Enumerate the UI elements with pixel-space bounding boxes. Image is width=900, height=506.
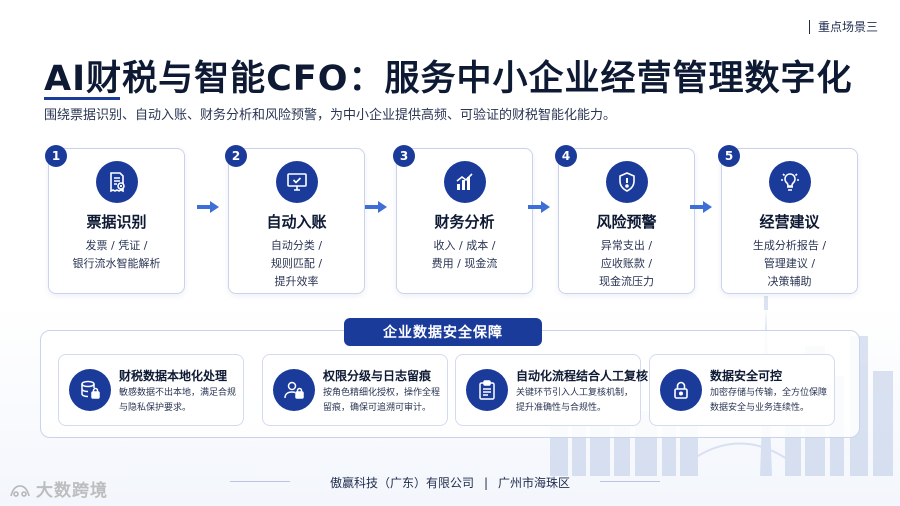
- security-label: 企业数据安全保障: [344, 318, 542, 346]
- step-description: 异常支出 / 应收账款 / 现金流压力: [599, 239, 654, 288]
- security-card-title: 财税数据本地化处理: [119, 369, 228, 383]
- step-card-1: 1 票据识别 发票 / 凭证 / 银行流水智能解析: [45, 145, 185, 294]
- step-title: 风险预警: [596, 213, 657, 231]
- security-card-description: 加密存储与传输，全方位保障数据安全与业务连续性。: [710, 388, 828, 413]
- lightbulb-icon: [768, 161, 811, 203]
- monitor-check-icon: [275, 161, 318, 203]
- security-card-title: 自动化流程结合人工复核: [516, 369, 649, 383]
- footer-separator: |: [483, 476, 489, 490]
- step-description: 生成分析报告 / 管理建议 / 决策辅助: [752, 239, 827, 288]
- step-title: 经营建议: [759, 213, 820, 231]
- lock-icon: [660, 369, 702, 411]
- step-title: 票据识别: [86, 213, 147, 231]
- footer-location: 广州市海珠区: [498, 476, 571, 490]
- scene-tag: 重点场景三: [808, 20, 878, 34]
- step-description: 自动分类 / 规则匹配 / 提升效率: [270, 239, 323, 288]
- title-underline: [44, 97, 120, 100]
- bar-chart-icon: [443, 161, 486, 203]
- security-card-4: 数据安全可控 加密存储与传输，全方位保障数据安全与业务连续性。: [649, 354, 835, 426]
- receipt-icon: [95, 161, 138, 203]
- watermark-logo-icon: [10, 485, 30, 497]
- security-card-description: 关键环节引入人工复核机制，提升准确性与合规性。: [516, 388, 634, 413]
- security-card-title: 权限分级与日志留痕: [323, 369, 432, 383]
- step-description: 收入 / 成本 / 费用 / 现金流: [431, 239, 498, 270]
- footer-divider-left: [230, 481, 290, 482]
- clipboard-check-icon: [466, 369, 508, 411]
- security-card-title: 数据安全可控: [710, 369, 783, 383]
- security-card-description: 敏感数据不出本地，满足合规与隐私保护要求。: [119, 388, 237, 413]
- security-card-description: 按角色精细化授权，操作全程留痕，确保可追溯可审计。: [323, 388, 441, 413]
- arrow-right-icon: [690, 201, 712, 213]
- security-card-3: 自动化流程结合人工复核 关键环节引入人工复核机制，提升准确性与合规性。: [455, 354, 648, 426]
- watermark: 大数跨境: [8, 476, 108, 501]
- step-card-3: 3 财务分析 收入 / 成本 / 费用 / 现金流: [393, 145, 533, 294]
- step-title: 财务分析: [434, 213, 495, 231]
- arrow-right-icon: [528, 201, 550, 213]
- arrow-right-icon: [197, 201, 219, 213]
- step-description: 发票 / 凭证 / 银行流水智能解析: [72, 239, 161, 270]
- step-card-2: 2 自动入账 自动分类 / 规则匹配 / 提升效率: [225, 145, 365, 294]
- page-subtitle: 围绕票据识别、自动入账、财务分析和风险预警，为中小企业提供高频、可验证的财税智能…: [44, 108, 617, 123]
- step-number: 4: [555, 145, 577, 167]
- footer: 傲赢科技（广东）有限公司 | 广州市海珠区: [0, 474, 900, 491]
- step-number: 3: [393, 145, 415, 167]
- step-card-4: 4 风险预警 异常支出 / 应收账款 / 现金流压力: [555, 145, 695, 294]
- step-number: 1: [45, 145, 67, 167]
- shield-alert-icon: [605, 161, 648, 203]
- database-lock-icon: [69, 369, 111, 411]
- page-title: AI财税与智能CFO：服务中小企业经营管理数字化: [44, 59, 853, 99]
- security-card-1: 财税数据本地化处理 敏感数据不出本地，满足合规与隐私保护要求。: [58, 354, 244, 426]
- step-number: 2: [225, 145, 247, 167]
- user-lock-icon: [273, 369, 315, 411]
- process-steps: 1 票据识别 发票 / 凭证 / 银行流水智能解析 2 自动入账 自动分类 / …: [40, 145, 860, 294]
- arrow-right-icon: [365, 201, 387, 213]
- step-card-5: 5 经营建议 生成分析报告 / 管理建议 / 决策辅助: [718, 145, 858, 294]
- step-number: 5: [718, 145, 740, 167]
- security-card-2: 权限分级与日志留痕 按角色精细化授权，操作全程留痕，确保可追溯可审计。: [262, 354, 448, 426]
- footer-company: 傲赢科技（广东）有限公司: [329, 476, 474, 490]
- step-title: 自动入账: [266, 213, 327, 231]
- footer-divider-right: [600, 481, 660, 482]
